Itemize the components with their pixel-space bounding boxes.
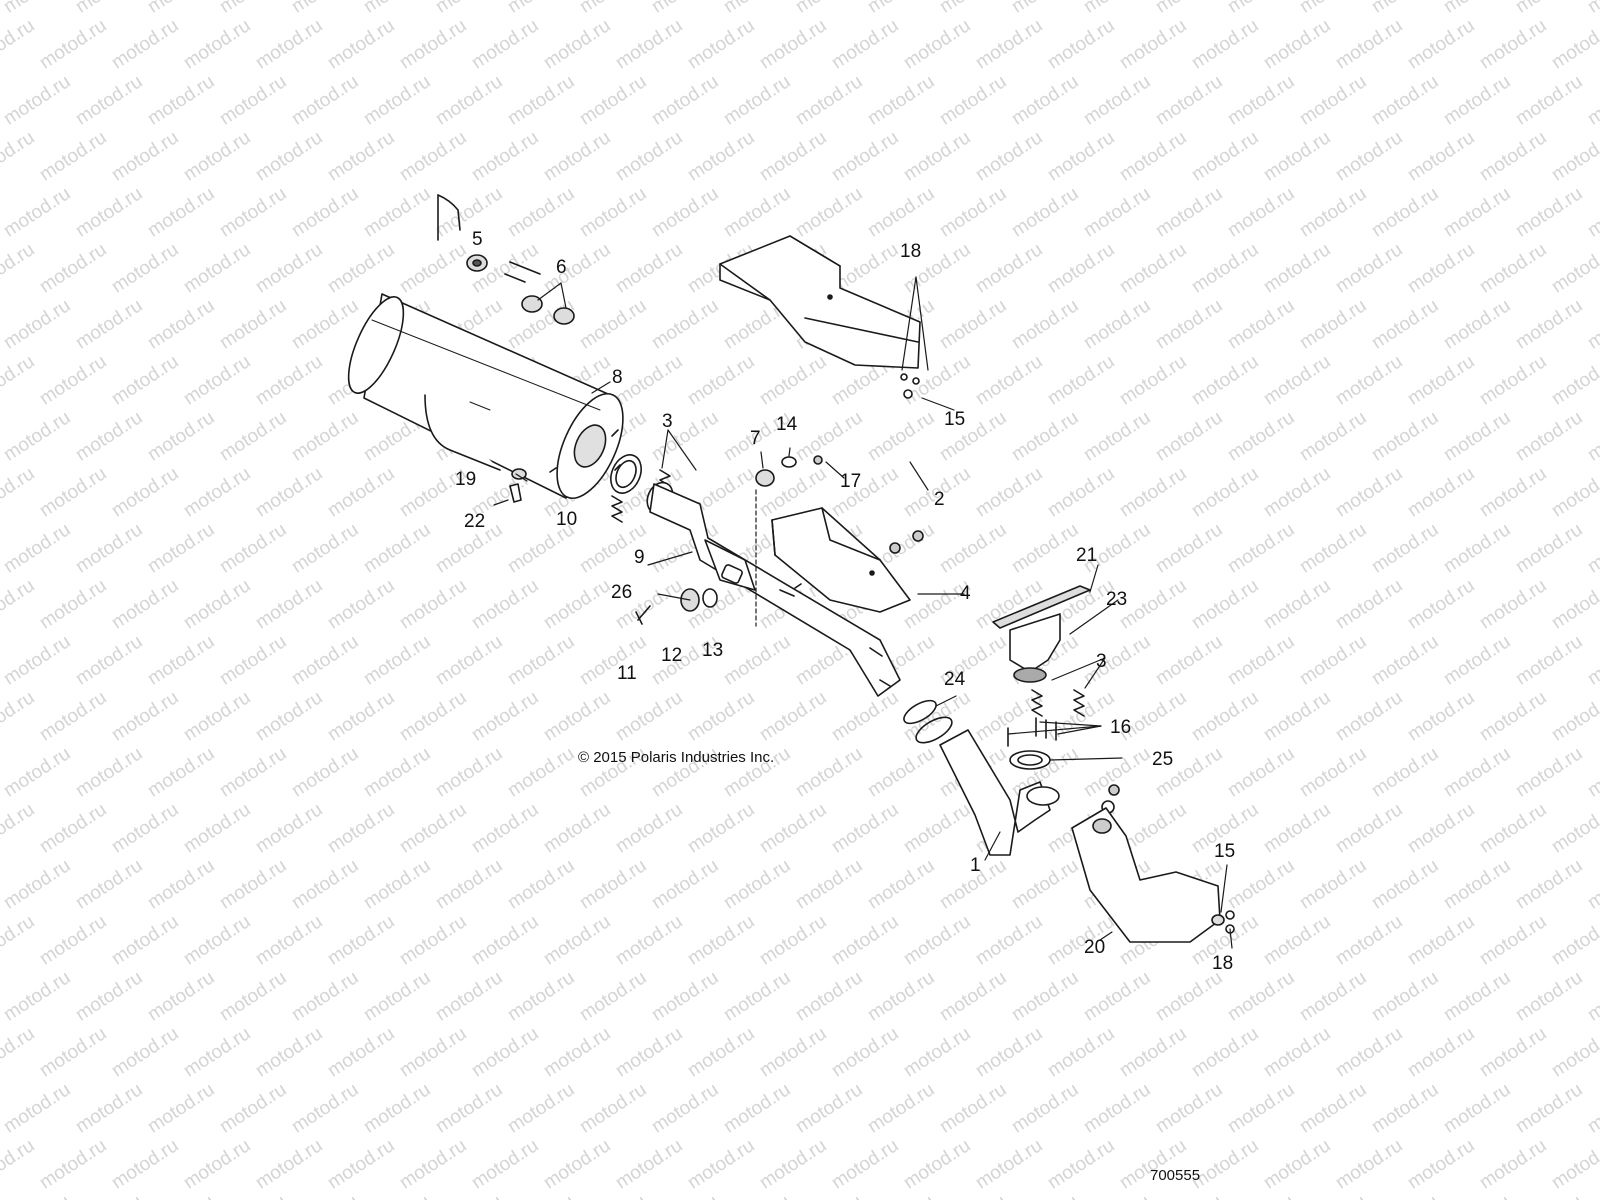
springs-part-3-lower	[1031, 689, 1085, 717]
muffler-part-8	[347, 194, 624, 500]
callout-7: 7	[750, 428, 761, 449]
callout-14: 14	[776, 414, 798, 435]
callout-4: 4	[960, 583, 971, 604]
copyright-notice: © 2015 Polaris Industries Inc.	[578, 749, 775, 766]
heatshield-part-2	[719, 235, 921, 369]
callout-15-lower: 15	[1214, 841, 1236, 862]
callout-18-lower: 18	[1212, 953, 1234, 974]
pipe-part-9	[646, 481, 901, 697]
gasket-part-10	[610, 454, 642, 494]
callout-21: 21	[1076, 545, 1098, 566]
callout-3-upper: 3	[662, 411, 673, 432]
callout-24: 24	[944, 669, 966, 690]
callout-23: 23	[1106, 589, 1128, 610]
flange-part-21-23	[992, 585, 1091, 683]
callout-20: 20	[1084, 937, 1106, 958]
callout-26: 26	[611, 582, 633, 603]
diagram-id: 700555	[1150, 1167, 1201, 1184]
callout-11: 11	[617, 663, 637, 684]
callout-15-upper: 15	[944, 409, 966, 430]
gasket-part-25	[1009, 750, 1051, 770]
callout-12: 12	[661, 645, 683, 666]
callout-25: 25	[1152, 749, 1174, 770]
callout-10: 10	[556, 509, 578, 530]
callout-16: 16	[1110, 717, 1132, 738]
bolt-part-19-22	[509, 468, 527, 503]
heatshield-part-20	[1071, 807, 1235, 943]
callout-18-upper: 18	[900, 241, 922, 262]
callout-13: 13	[702, 640, 724, 661]
leader-lines	[493, 276, 1233, 949]
callout-1: 1	[970, 855, 981, 876]
headpipe-part-1	[939, 729, 1060, 856]
callout-19: 19	[455, 469, 477, 490]
callout-2: 2	[934, 489, 945, 510]
callout-6: 6	[556, 257, 567, 278]
grommet-part-5	[466, 254, 488, 272]
hardware-small-parts	[635, 373, 1120, 814]
grommet-part-6	[521, 295, 575, 325]
heatshield-part-4	[771, 507, 911, 613]
callout-9: 9	[634, 547, 645, 568]
callout-8: 8	[612, 367, 623, 388]
callout-22: 22	[464, 511, 486, 532]
clamp-part-24	[903, 699, 953, 744]
callout-3-lower: 3	[1096, 651, 1107, 672]
callout-5: 5	[472, 229, 483, 250]
studs-part-16	[1007, 717, 1057, 747]
callout-17: 17	[840, 471, 862, 492]
